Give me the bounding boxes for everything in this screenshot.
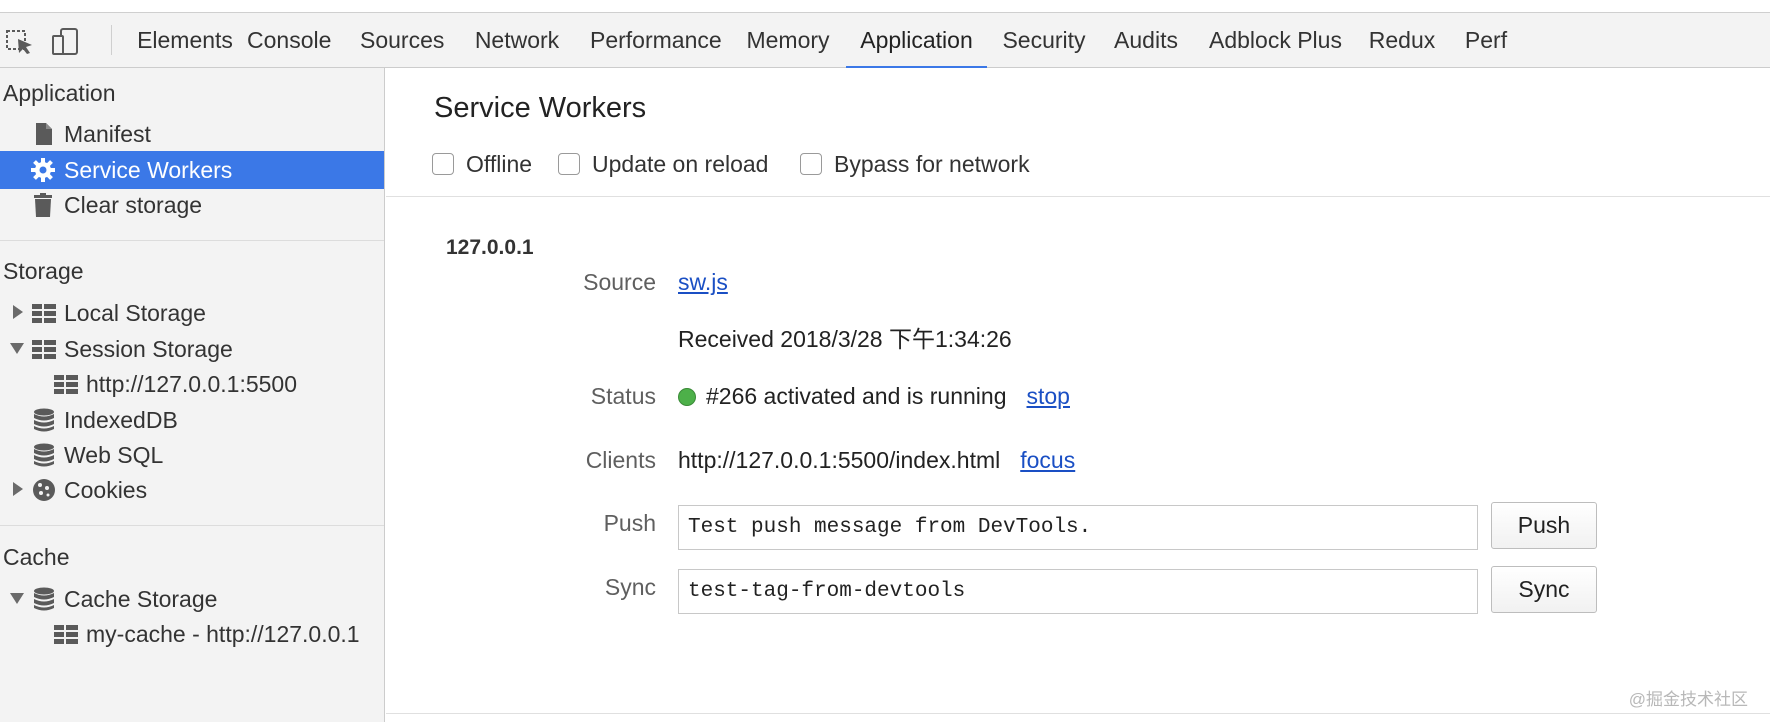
bypass-for-network-checkbox[interactable]: Bypass for network [800,150,1030,178]
checkbox-box[interactable] [558,153,580,175]
sidebar-item-session-storage[interactable]: Session Storage [0,330,384,368]
devtools-toolbar: Elements Console Sources Network Perform… [0,12,1770,69]
grid-icon [53,371,79,397]
sidebar-item-label: Manifest [64,121,151,147]
push-label: Push [603,510,656,536]
sidebar-item-label: IndexedDB [64,407,178,433]
checkbox-label: Update on reload [592,150,769,177]
push-button[interactable]: Push [1491,502,1597,549]
tab-console[interactable]: Console [247,27,332,53]
collapse-arrow-icon[interactable] [10,591,24,605]
tab-network[interactable]: Network [474,27,560,53]
sidebar-item-cache-storage[interactable]: Cache Storage [0,580,384,618]
sidebar-item-web-sql[interactable]: Web SQL [0,436,384,474]
database-icon [31,586,57,612]
checkbox-box[interactable] [800,153,822,175]
client-url: http://127.0.0.1:5500/index.html [678,447,1001,473]
section-divider [386,713,1770,714]
received-timestamp: Received 2018/3/28 下午1:34:26 [678,326,1012,352]
sidebar-item-label: Service Workers [64,157,233,183]
sync-button[interactable]: Sync [1491,566,1597,613]
update-on-reload-checkbox[interactable]: Update on reload [558,150,768,178]
checkbox-label: Bypass for network [834,150,1030,177]
collapse-arrow-icon[interactable] [10,341,24,355]
checkbox-label: Offline [466,150,533,177]
tab-performance[interactable]: Performance [590,27,722,53]
sidebar-item-clear-storage[interactable]: Clear storage [0,186,384,224]
service-workers-panel: Service Workers Offline Update on reload… [386,68,1770,722]
cookie-icon [31,477,57,503]
grid-icon [31,336,57,362]
application-sidebar: Application Manifest Service Workers Cle… [0,68,385,722]
sync-tag-input[interactable]: test-tag-from-devtools [678,569,1478,614]
watermark: @掘金技术社区 [1628,690,1748,709]
panel-title: Service Workers [434,92,647,124]
device-toolbar-icon[interactable] [50,26,82,56]
sidebar-item-label: Clear storage [64,192,203,218]
sidebar-item-service-workers[interactable]: Service Workers [0,151,384,189]
clients-value: http://127.0.0.1:5500/index.html focus [678,447,1075,474]
source-label: Source [583,269,656,295]
sidebar-item-label: my-cache - http://127.0.0.1 [86,621,360,647]
expand-arrow-icon[interactable] [11,482,25,496]
sidebar-item-session-origin[interactable]: http://127.0.0.1:5500 [0,365,384,403]
tab-perf[interactable]: Perf [1464,27,1508,53]
database-icon [31,442,57,468]
sidebar-section-storage: Storage [3,258,84,284]
sidebar-section-application: Application [3,80,116,106]
sync-label: Sync [604,574,656,600]
source-link[interactable]: sw.js [678,269,728,295]
sidebar-divider [0,240,384,241]
tab-memory[interactable]: Memory [746,27,830,53]
toolbar-separator [111,25,112,55]
sidebar-item-label: Cache Storage [64,586,218,612]
header-divider [386,196,1770,197]
tab-adblock-plus[interactable]: Adblock Plus [1209,27,1342,53]
expand-arrow-icon[interactable] [11,305,25,319]
status-value: #266 activated and is running stop [678,383,1070,410]
status-label: Status [590,383,656,409]
push-message-input[interactable]: Test push message from DevTools. [678,505,1478,550]
sidebar-item-my-cache[interactable]: my-cache - http://127.0.0.1 [0,615,384,653]
database-icon [31,407,57,433]
tab-elements[interactable]: Elements [137,27,233,53]
sidebar-item-label: Local Storage [64,300,206,326]
tab-application[interactable]: Application [846,13,987,69]
stop-link[interactable]: stop [1026,383,1070,409]
sidebar-item-label: Web SQL [64,442,164,468]
sidebar-item-label: Session Storage [64,336,233,362]
offline-checkbox[interactable]: Offline [432,150,532,178]
sidebar-item-label: Cookies [64,477,148,503]
tab-redux[interactable]: Redux [1368,27,1436,53]
tab-audits[interactable]: Audits [1114,27,1178,53]
clients-label: Clients [585,447,656,473]
gear-icon [30,157,56,183]
inspect-element-icon[interactable] [4,26,36,56]
tab-sources[interactable]: Sources [360,27,445,53]
tab-security[interactable]: Security [1002,27,1086,53]
trash-icon [30,192,56,218]
document-icon [30,121,56,147]
sidebar-item-indexeddb[interactable]: IndexedDB [0,401,384,439]
worker-origin: 127.0.0.1 [446,236,534,259]
grid-icon [53,621,79,647]
grid-icon [31,300,57,326]
sidebar-section-cache: Cache [3,544,70,570]
sidebar-divider [0,525,384,526]
sidebar-item-cookies[interactable]: Cookies [0,471,384,509]
sidebar-item-label: http://127.0.0.1:5500 [86,371,298,397]
status-text: #266 activated and is running [706,383,1007,409]
focus-link[interactable]: focus [1020,447,1076,473]
source-value: sw.js [678,269,728,296]
sidebar-item-local-storage[interactable]: Local Storage [0,294,384,332]
checkbox-box[interactable] [432,153,454,175]
status-indicator-icon [678,388,696,406]
sidebar-item-manifest[interactable]: Manifest [0,115,384,153]
